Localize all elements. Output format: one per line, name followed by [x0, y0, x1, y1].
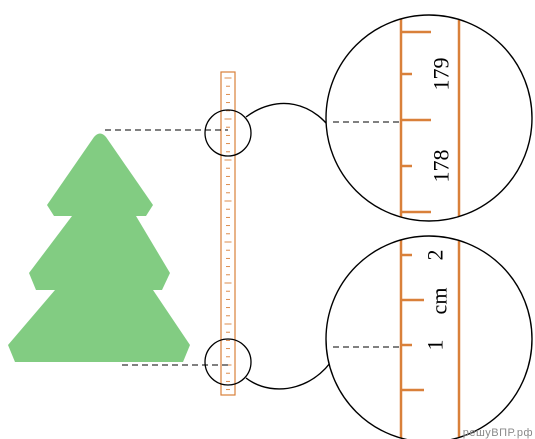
ruler-ticks [224, 77, 232, 391]
tree-tier-top [47, 133, 153, 216]
upper-magnifier: 179 178 [325, 14, 533, 222]
tree-tier-middle [29, 216, 170, 290]
lower-unit-label-cm: cm [427, 288, 452, 315]
small-circle-top [204, 109, 252, 157]
arrow-bottom [245, 348, 339, 390]
lower-magnifier: 2 cm 1 [325, 235, 533, 439]
tree-tier-bottom [8, 290, 190, 362]
christmas-tree [8, 133, 190, 362]
lower-tick-label-1: 1 [423, 340, 448, 351]
watermark: решуВПР.рф [462, 427, 533, 439]
arrow-top [245, 102, 339, 142]
lower-scale-ticks [401, 253, 424, 392]
upper-tick-label-178: 178 [429, 150, 454, 183]
upper-scale-ticks [401, 30, 431, 214]
lower-tick-label-2: 2 [423, 250, 448, 261]
small-circle-bottom [204, 338, 252, 386]
ruler [220, 71, 236, 396]
upper-tick-label-179: 179 [429, 58, 454, 91]
